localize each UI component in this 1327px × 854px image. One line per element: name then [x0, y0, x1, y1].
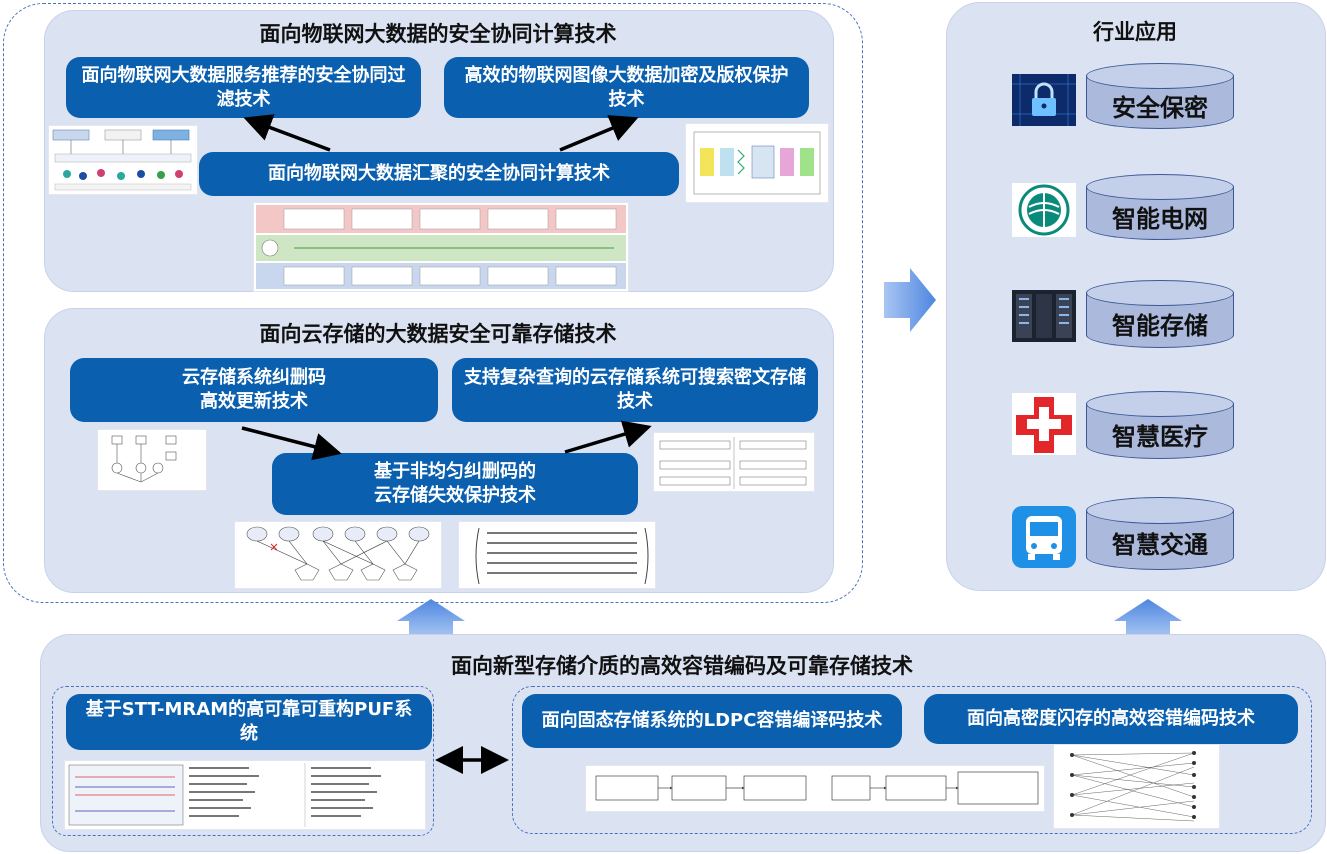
puf-thumb-circuit: [64, 760, 426, 830]
industry-label-smart-transport: 智慧交通: [1112, 531, 1208, 559]
bus-icon: [1012, 506, 1076, 568]
industry-label-smart-grid: 智能电网: [1112, 205, 1208, 233]
encryption-scheme-figure: [693, 131, 821, 195]
flash-box: 面向高密度闪存的高效容错编码技术: [924, 694, 1298, 744]
arrow-cloud-center-to-right: [564, 420, 652, 454]
iot-box-right: 高效的物联网图像大数据加密及版权保护技术: [444, 57, 809, 118]
puf-circuit-figure: [68, 763, 381, 827]
cloud-box-right: 支持复杂查询的云存储系统可搜索密文存储技术: [452, 358, 818, 422]
iot-thumb-framework: [253, 202, 629, 292]
arrow-iot-to-left: [243, 114, 331, 152]
industry-label-smart-storage: 智能存储: [1112, 312, 1208, 340]
arrow-cloud-left-to-center: [241, 426, 342, 461]
cloud-thumb-search: [653, 432, 815, 492]
flash-mapping-figure: [1070, 751, 1196, 822]
up-arrow-to-industry: [1114, 599, 1182, 637]
cloud-thumb-tree: [97, 429, 207, 491]
cloud-box-left: 云存储系统纠删码 高效更新技术: [70, 358, 438, 422]
industry-title: 行业应用: [1093, 20, 1177, 44]
iot-box-center: 面向物联网大数据汇聚的安全协同计算技术: [199, 152, 679, 196]
medical-cross-icon: [1012, 393, 1076, 455]
ldpc-dashed-frame: [512, 686, 1312, 834]
ldpc-thumb-flow: [585, 765, 1045, 812]
server-room-image: [1012, 290, 1076, 342]
puf-box: 基于STT-MRAM的高可靠可重构PUF系统: [66, 694, 432, 750]
puf-dashed-frame: [52, 686, 434, 836]
cloud-thumb-graph: [234, 521, 442, 589]
right-arrow-to-industry: [884, 268, 936, 332]
ldpc-flow-figure: [595, 771, 1039, 805]
flowchart-figure: [52, 129, 192, 191]
lock-icon: [1012, 74, 1076, 126]
generator-matrix-figure: [475, 527, 649, 585]
iot-thumb-flowchart: [48, 125, 198, 195]
search-index-figure: [659, 437, 807, 489]
cloud-box-center: 基于非均匀纠删码的 云存储失效保护技术: [272, 453, 638, 515]
industry-label-security: 安全保密: [1112, 94, 1208, 122]
update-tree-figure: [111, 435, 177, 483]
storage-media-title: 面向新型存储介质的高效容错编码及可靠存储技术: [451, 654, 913, 678]
framework-table-figure: [256, 205, 626, 289]
cloud-thumb-matrix: [458, 521, 656, 589]
state-grid-logo: [1012, 183, 1076, 237]
up-arrow-to-cloud: [397, 599, 465, 637]
iot-thumb-encryption: [685, 123, 829, 203]
ldpc-box: 面向固态存储系统的LDPC容错编译码技术: [522, 694, 902, 748]
cloud-panel-title: 面向云存储的大数据安全可靠存储技术: [259, 322, 617, 346]
arrow-iot-to-right: [559, 115, 639, 152]
flash-thumb-mapping: [1053, 744, 1220, 829]
industry-label-smart-medical: 智慧医疗: [1112, 423, 1208, 451]
iot-box-left: 面向物联网大数据服务推荐的安全协同过滤技术: [66, 57, 421, 118]
iot-panel-title: 面向物联网大数据的安全协同计算技术: [259, 22, 617, 46]
bipartite-graph-figure: [246, 526, 430, 581]
